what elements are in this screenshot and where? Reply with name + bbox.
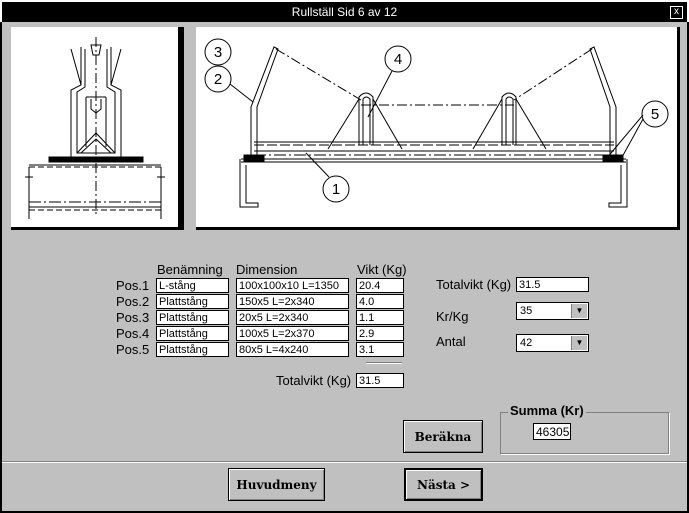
close-icon[interactable]: x: [670, 6, 683, 19]
row-pos-label: Pos.1: [116, 278, 150, 293]
dimension-field[interactable]: 80x5 L=4x240: [236, 342, 349, 357]
header-dimension: Dimension: [236, 262, 298, 277]
benamning-field[interactable]: L-stång: [156, 278, 229, 293]
dimension-field[interactable]: 100x100x10 L=1350: [236, 278, 349, 293]
antal-label: Antal: [436, 334, 466, 349]
benamning-field[interactable]: Plattstång: [156, 326, 229, 341]
dimension-field[interactable]: 150x5 L=2x340: [236, 294, 349, 309]
callout-2: 2: [214, 71, 222, 88]
summa-label: Summa (Kr): [508, 403, 586, 418]
benamning-field[interactable]: Plattstång: [156, 294, 229, 309]
drawing-shadow: [677, 27, 680, 229]
summa-group: [500, 412, 669, 454]
row-pos-label: Pos.2: [116, 294, 150, 309]
vikt-field[interactable]: 1.1: [356, 310, 404, 325]
window-title: Rullställ Sid 6 av 12: [291, 5, 398, 19]
totalvikt-right-field[interactable]: 31.5: [516, 277, 589, 292]
vikt-field[interactable]: 3.1: [356, 342, 404, 357]
drawing-left-border: [181, 27, 184, 230]
header-benamning: Benämning: [157, 262, 223, 277]
sum-divider: [366, 362, 402, 364]
drawing-shadow-bottom: [196, 227, 680, 230]
front-view-drawing: 3 2 4 1 5: [196, 27, 677, 227]
antal-value: 42: [520, 337, 533, 349]
callout-3: 3: [214, 44, 222, 61]
vikt-field[interactable]: 2.9: [356, 326, 404, 341]
front-view-svg: 3 2 4 1 5: [204, 38, 669, 208]
side-view-drawing: [11, 27, 178, 227]
berakna-button[interactable]: Beräkna: [403, 420, 483, 453]
drawing-shadow: [178, 27, 181, 229]
krkg-label: Kr/Kg: [436, 309, 469, 324]
chevron-down-icon[interactable]: ▼: [571, 304, 587, 318]
bottom-separator: [2, 461, 687, 463]
row-pos-label: Pos.4: [116, 326, 150, 341]
row-pos-label: Pos.5: [116, 342, 150, 357]
dimension-field[interactable]: 20x5 L=2x340: [236, 310, 349, 325]
summa-field[interactable]: 46305: [533, 423, 571, 440]
huvudmeny-button[interactable]: Huvudmeny: [228, 468, 325, 501]
chevron-down-icon[interactable]: ▼: [571, 336, 587, 350]
benamning-field[interactable]: Plattstång: [156, 342, 229, 357]
vikt-field[interactable]: 4.0: [356, 294, 404, 309]
totalvikt-right-label: Totalvikt (Kg): [436, 277, 512, 292]
callout-4: 4: [394, 51, 402, 68]
totalvikt-field[interactable]: 31.5: [356, 373, 404, 388]
benamning-field[interactable]: Plattstång: [156, 310, 229, 325]
title-bar: Rullställ Sid 6 av 12 x: [0, 0, 689, 22]
totalvikt-label: Totalvikt (Kg): [276, 373, 352, 388]
vikt-field[interactable]: 20.4: [356, 278, 404, 293]
drawing-shadow-bottom: [11, 227, 181, 230]
antal-select[interactable]: 42 ▼: [516, 334, 589, 352]
callout-5: 5: [651, 106, 659, 123]
side-view-svg: [25, 37, 165, 219]
row-pos-label: Pos.3: [116, 310, 150, 325]
window-frame: [0, 22, 689, 513]
dimension-field[interactable]: 100x5 L=2x370: [236, 326, 349, 341]
krkg-select[interactable]: 35 ▼: [516, 302, 589, 320]
krkg-value: 35: [520, 305, 533, 317]
header-vikt: Vikt (Kg): [357, 262, 407, 277]
nasta-button[interactable]: Nästa >: [404, 468, 483, 501]
callout-1: 1: [332, 181, 340, 198]
